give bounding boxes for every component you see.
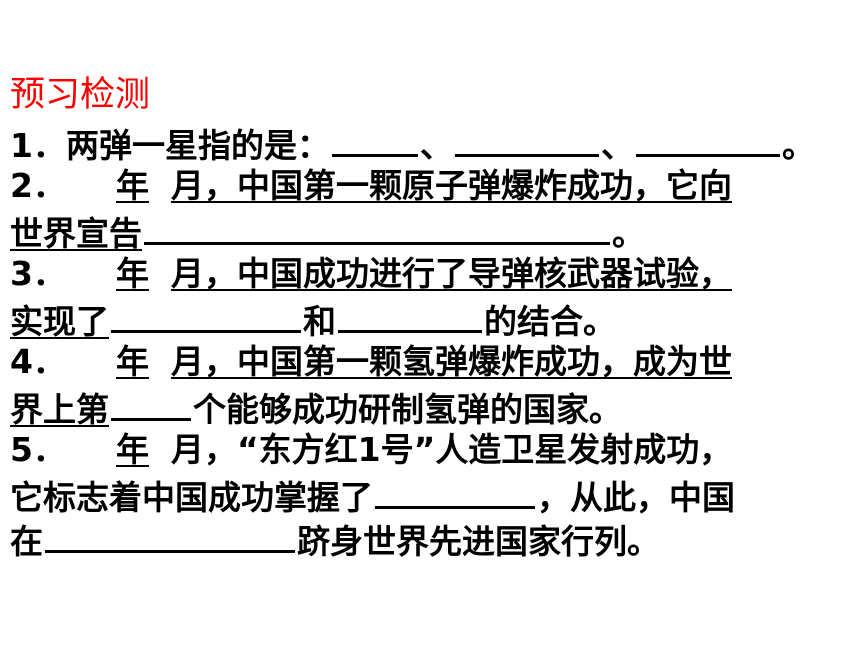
year-label: 年: [115, 254, 149, 293]
separator: 、: [419, 126, 453, 165]
question-1-text: 1．两弹一星指的是：: [10, 126, 330, 165]
question-2-underlined: 年月，中国第一颗原子弹爆炸成功，它向: [66, 166, 732, 205]
question-2-line: 2．年月，中国第一颗原子弹爆炸成功，它向: [10, 164, 855, 207]
question-5-text: 月，“东方红1号”人造卫星发射成功，: [170, 430, 733, 469]
blank-1c: [635, 120, 780, 157]
blank-4: [111, 384, 191, 421]
question-3-number: 3．: [10, 254, 66, 293]
question-5-text-mid: ，从此，中国: [537, 478, 735, 517]
question-5-line: 5． 年月，“东方红1号”人造卫星发射成功，: [10, 428, 855, 471]
question-5-number: 5．: [10, 430, 66, 469]
question-4-underlined: 年月，中国第一颗氢弹爆炸成功，成为世: [66, 342, 732, 381]
question-3-underlined: 年月，中国成功进行了导弹核武器试验，: [66, 254, 732, 293]
question-4-text: 月，中国第一颗氢弹爆炸成功，成为世: [170, 342, 732, 381]
question-3-line-cont: 实现了 和 的结合。: [10, 296, 855, 343]
year-label: 年: [115, 342, 149, 381]
question-3-text-cont: 实现了: [10, 302, 109, 341]
question-4-number: 4．: [10, 342, 66, 381]
question-4-line: 4．年月，中国第一颗氢弹爆炸成功，成为世: [10, 340, 855, 383]
blank-3b: [338, 296, 482, 333]
question-2-number: 2．: [10, 166, 66, 205]
question-4-text-cont: 界上第: [10, 390, 109, 429]
blank-1b: [454, 120, 599, 157]
period: 。: [612, 214, 645, 253]
question-5-text-cont: 它标志着中国成功掌握了: [10, 478, 373, 517]
question-4-line-cont: 界上第 个能够成功研制氢弹的国家。: [10, 384, 855, 431]
question-1-line: 1．两弹一星指的是： 、 、 。: [10, 120, 855, 167]
period: 。: [781, 126, 815, 165]
separator: 、: [600, 126, 634, 165]
question-5-line-cont: 它标志着中国成功掌握了 ，从此，中国: [10, 472, 855, 519]
question-3-line: 3．年月，中国成功进行了导弹核武器试验，: [10, 252, 855, 295]
question-3-ending: 的结合。: [484, 302, 616, 341]
blank-2: [144, 208, 610, 245]
year-label: 年: [115, 166, 149, 205]
question-5-ending: 跻身世界先进国家行列。: [297, 522, 660, 561]
blank-5a: [375, 472, 535, 509]
year-label: 年: [115, 430, 149, 469]
blank-5b: [45, 516, 295, 553]
question-2-line-cont: 世界宣告 。: [10, 208, 855, 255]
question-2-text: 月，中国第一颗原子弹爆炸成功，它向: [170, 166, 732, 205]
question-5-underlined: 年: [66, 430, 171, 469]
question-5-line-end: 在 跻身世界先进国家行列。: [10, 516, 855, 563]
section-title: 预习检测: [10, 75, 151, 115]
blank-1a: [331, 120, 418, 157]
question-3-text: 月，中国成功进行了导弹核武器试验，: [170, 254, 732, 293]
connector-text: 和: [303, 302, 336, 341]
question-5-prefix: 在: [10, 522, 43, 561]
question-4-ending: 个能够成功研制氢弹的国家。: [193, 390, 622, 429]
question-2-text-cont: 世界宣告: [10, 214, 142, 253]
blank-3a: [111, 296, 301, 333]
